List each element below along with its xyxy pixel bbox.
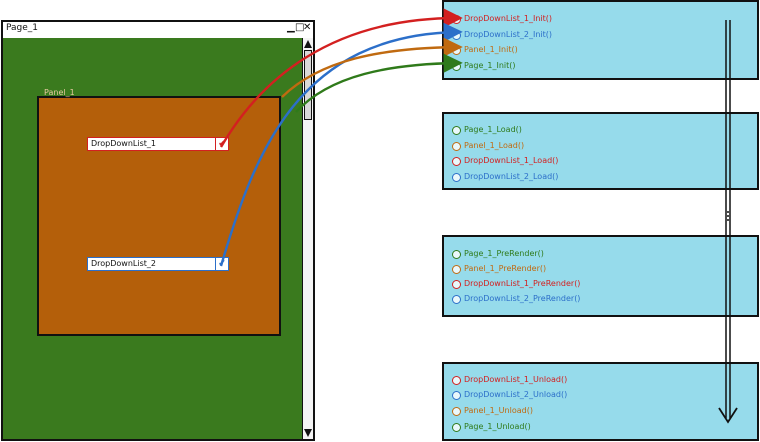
scroll-up-icon[interactable] (304, 40, 312, 48)
event-item: Page_1_Load() (452, 125, 522, 135)
maximize-icon[interactable]: □ (295, 22, 306, 33)
scroll-down-icon[interactable] (304, 429, 312, 437)
window-controls: ▁□✕ (287, 22, 311, 33)
event-item: DropDownList_1_Unload() (451, 375, 568, 385)
event-item: DropDownList_2_Load() (451, 172, 559, 182)
event-box-init: DropDownList_1_Init() DropDownList_2_Ini… (442, 0, 759, 80)
event-item: Page_1_Unload() (452, 422, 531, 432)
vertical-scrollbar[interactable] (302, 38, 313, 439)
event-item: DropDownList_1_Init() (451, 14, 553, 24)
event-item: DropDownList_2_Unload() (451, 390, 568, 400)
event-box-prerender: Page_1_PreRender() Panel_1_PreRender() D… (442, 235, 759, 317)
event-item: Page_1_PreRender() (452, 249, 544, 259)
event-box-unload: DropDownList_1_Unload() DropDownList_2_U… (442, 362, 759, 441)
event-item: Panel_1_PreRender() (451, 264, 547, 274)
panel-container (37, 96, 281, 336)
event-item: Panel_1_Init() (452, 45, 518, 55)
dropdown-list-1[interactable]: DropDownList_1 ✔ (87, 137, 229, 151)
event-item: DropDownList_2_Init() (451, 30, 553, 40)
dropdown-list-2[interactable]: DropDownList_2 ✔ (87, 257, 229, 271)
event-item: Panel_1_Unload() (452, 406, 533, 416)
minimize-icon[interactable]: ▁ (287, 22, 296, 33)
event-item: Panel_1_Load() (451, 141, 525, 151)
chevron-down-icon[interactable]: ✔ (215, 258, 228, 270)
scroll-thumb[interactable] (304, 50, 312, 120)
window-title: Page_1 (6, 23, 39, 33)
event-item: DropDownList_1_Load() (451, 156, 559, 166)
event-item: DropDownList_2_PreRender() (451, 294, 581, 304)
close-icon[interactable]: ✕ (303, 22, 313, 33)
panel-label: Panel_1 (44, 88, 75, 97)
dropdown-list-1-label: DropDownList_1 (91, 139, 156, 148)
chevron-down-icon[interactable]: ✔ (215, 138, 228, 150)
event-box-load: Page_1_Load() Panel_1_Load() DropDownLis… (442, 112, 759, 190)
dropdown-list-2-label: DropDownList_2 (91, 259, 156, 268)
arrow-page-init (295, 53, 463, 113)
event-item: Page_1_Init() (452, 61, 516, 71)
event-item: DropDownList_1_PreRender() (451, 279, 581, 289)
